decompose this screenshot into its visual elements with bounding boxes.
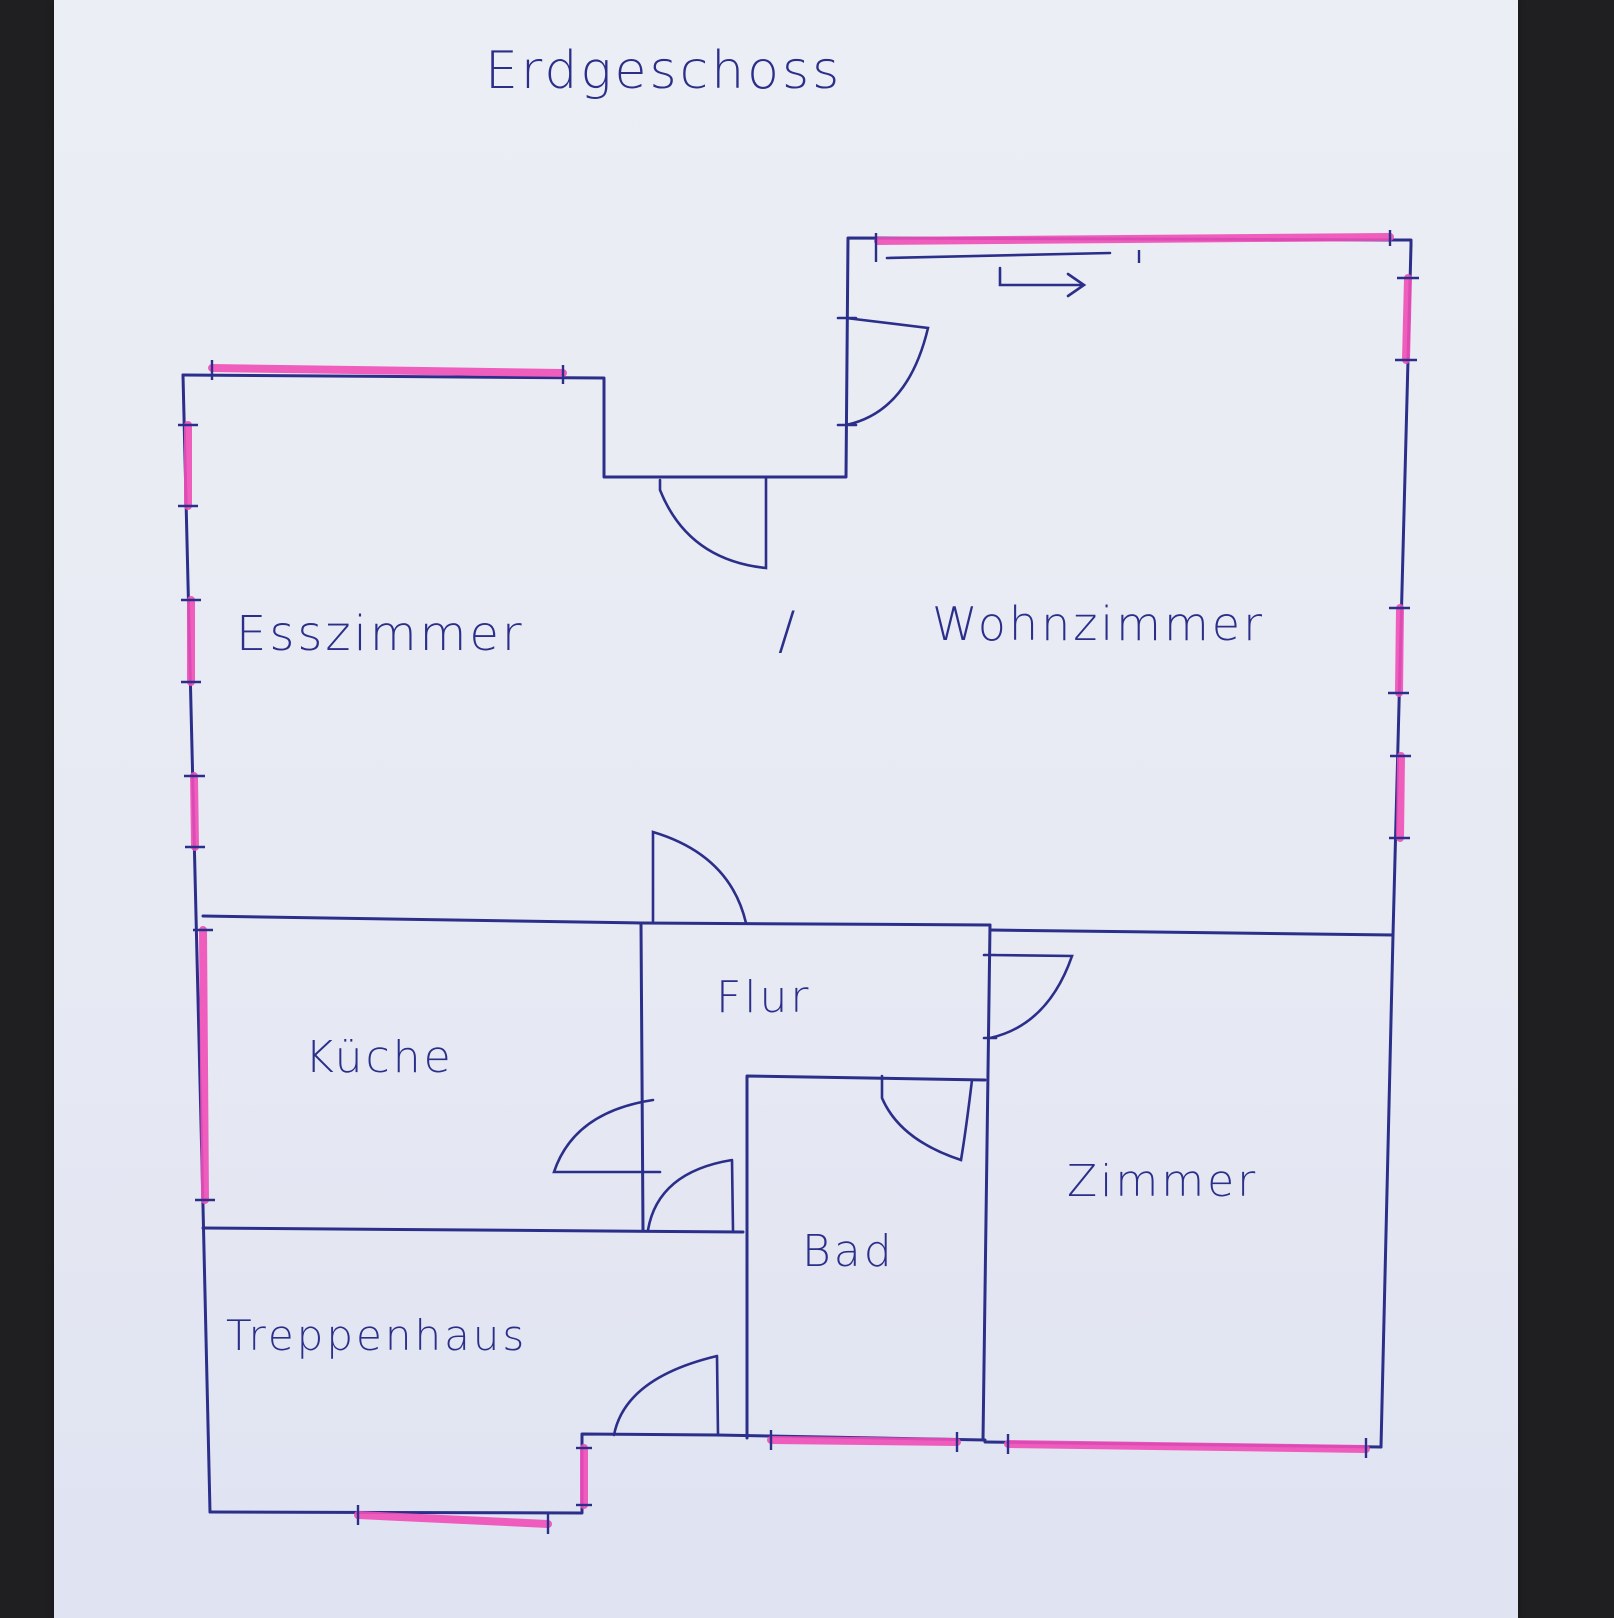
window-east-3 [1396, 752, 1405, 842]
window-east-2 [1395, 604, 1404, 697]
label-zimmer: Zimmer [1067, 1156, 1258, 1207]
doors [552, 316, 1074, 1437]
sliding-door [885, 251, 1112, 298]
label-bad: Bad [802, 1226, 895, 1277]
paper-sheet [54, 0, 1518, 1618]
room-labels: Esszimmer / Wohnzimmer Küche Flur Zimmer… [226, 597, 1265, 1360]
label-treppenhaus: Treppenhaus [226, 1311, 527, 1360]
west-wall-lower [201, 1204, 212, 1514]
window-treppenhaus [354, 1511, 552, 1528]
wall-kueche-treppenhaus [201, 1226, 745, 1234]
window-north-wohnzimmer [874, 233, 1394, 245]
east-wall-lower [1379, 933, 1395, 1449]
window-east-1 [1402, 274, 1412, 364]
window-bad [767, 1436, 961, 1446]
wall-esszimmer-kueche [201, 914, 643, 925]
door-treppenhaus [612, 1354, 720, 1437]
label-kueche: Küche [305, 1032, 454, 1083]
window-west-3 [190, 772, 199, 851]
windows [184, 233, 1412, 1528]
label-separator: / [778, 601, 799, 661]
label-esszimmer: Esszimmer [236, 606, 525, 662]
window-north-esszimmer [208, 364, 567, 377]
wall-flur-zimmer [981, 923, 992, 1442]
door-entrance [836, 316, 930, 427]
window-west-kueche [199, 926, 209, 1204]
wall-kueche-flur [639, 921, 645, 1232]
north-west-wall [181, 236, 1413, 479]
label-flur: Flur [716, 972, 812, 1023]
door-esszimmer [658, 475, 768, 570]
plan-title: Erdgeschoss [485, 41, 842, 101]
window-ticks [178, 230, 1419, 1534]
arrow-right-icon [998, 266, 1084, 287]
door-bad [880, 1074, 974, 1162]
wall-zimmer-top [988, 928, 1395, 937]
door-flur-treppe [646, 1158, 735, 1232]
door-kueche [552, 1098, 662, 1174]
window-zimmer [1004, 1440, 1370, 1453]
wall-treppenhaus-bottom [208, 1432, 719, 1515]
wall-flur-top [639, 921, 992, 927]
door-zimmer [982, 953, 1074, 1040]
wall-bad [745, 1074, 987, 1440]
door-flur-wohnzimmer [651, 830, 748, 925]
label-wohnzimmer: Wohnzimmer [932, 597, 1265, 651]
